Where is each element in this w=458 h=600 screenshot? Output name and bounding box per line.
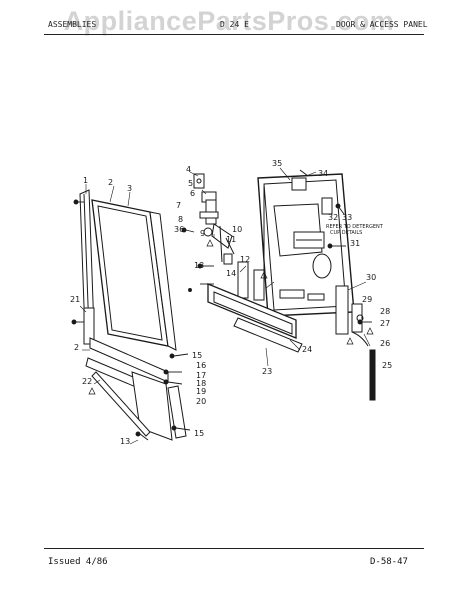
label-part-13-upper: 13 (194, 261, 204, 270)
label-part-32: 32 (328, 213, 338, 222)
label-part-20: 20 (196, 397, 206, 406)
label-part-2-top: 2 (108, 178, 113, 187)
label-part-12: 12 (240, 255, 250, 264)
part-23-kick-strip (233, 317, 303, 353)
part-25-spring (369, 349, 376, 401)
label-part-31: 31 (350, 239, 360, 248)
detergent-cup-note: REFER TO DETERGENT CUP DETAILS (326, 224, 384, 236)
label-part-3: 3 (127, 184, 132, 193)
label-part-30: 30 (366, 273, 376, 282)
part-22-bottom-strip (91, 371, 151, 437)
label-part-25: 25 (382, 361, 392, 370)
screw-fasteners (71, 199, 372, 441)
label-part-5: 5 (188, 179, 193, 188)
a-markers (88, 239, 374, 395)
leader-lines (79, 167, 375, 445)
label-part-23: 23 (262, 367, 272, 376)
watermark-logo: AppliancePartsPros.com (63, 6, 395, 36)
label-part-2-lower: 2 (74, 343, 79, 352)
part-14-hinge-arm (237, 261, 265, 301)
label-part-22: 22 (82, 377, 92, 386)
part-number-labels: 1 2 3 4 5 6 7 8 9 10 11 12 13 14 15 16 1… (70, 159, 392, 446)
label-part-9: 9 (200, 229, 205, 238)
label-part-11: 11 (226, 235, 236, 244)
label-part-35: 35 (272, 159, 282, 168)
label-part-28: 28 (380, 307, 390, 316)
label-part-27: 27 (380, 319, 390, 328)
part-21-bracket (83, 307, 95, 345)
label-part-21: 21 (70, 295, 80, 304)
header-model-code: D 24 E (220, 20, 249, 29)
label-part-18: 18 (196, 379, 206, 388)
label-part-1: 1 (83, 176, 88, 185)
part-3-door-panel (91, 199, 177, 351)
header-section-label: ASSEMBLIES (48, 20, 97, 29)
label-part-24: 24 (302, 345, 312, 354)
label-part-10: 10 (232, 225, 242, 234)
label-part-8: 8 (178, 215, 183, 224)
label-part-19: 19 (196, 387, 206, 396)
note-line-2: CUP DETAILS (330, 230, 362, 236)
label-part-14: 14 (226, 269, 236, 278)
part-34-top-bracket (291, 169, 333, 215)
part-24-access-panel (207, 283, 297, 339)
footer-rule (44, 548, 424, 549)
label-part-4: 4 (186, 165, 191, 174)
header-rule (44, 34, 424, 35)
label-part-33: 33 (342, 213, 352, 222)
label-part-29: 29 (362, 295, 372, 304)
label-part-15-upper: 15 (192, 351, 202, 360)
part-17-20-lower-trim (85, 337, 173, 441)
header-page-title: DOOR & ACCESS PANEL (336, 20, 428, 29)
footer-issue-date: Issued 4/86 (48, 557, 108, 567)
note-line-1: REFER TO DETERGENT (326, 224, 384, 230)
part-20-side-channel (167, 385, 187, 439)
footer-page-code: D-58-47 (370, 557, 408, 567)
parts-hinge-latch-cluster (193, 173, 235, 265)
label-part-13-lower: 13 (120, 437, 130, 446)
label-part-6: 6 (190, 189, 195, 198)
part-26-30-right-hinge (335, 285, 369, 347)
label-part-17: 17 (196, 371, 206, 380)
label-part-34: 34 (318, 169, 328, 178)
label-part-7: 7 (176, 201, 181, 210)
label-part-26: 26 (380, 339, 390, 348)
label-part-15-lower: 15 (194, 429, 204, 438)
label-part-36: 36 (174, 225, 184, 234)
label-part-16: 16 (196, 361, 206, 370)
